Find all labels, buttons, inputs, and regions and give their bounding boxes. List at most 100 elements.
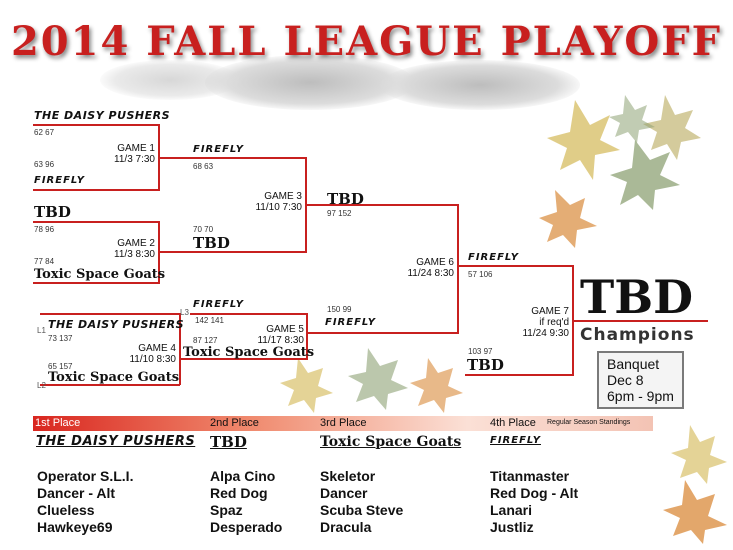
g2-label: GAME 2 11/3 8:30 bbox=[95, 238, 155, 260]
bracket-line bbox=[33, 124, 159, 126]
bracket-line bbox=[573, 320, 708, 322]
g5-top-score: 142 141 bbox=[195, 316, 224, 325]
place-3rd: 3rd Place bbox=[320, 417, 367, 429]
bracket-line bbox=[40, 384, 180, 386]
banquet-line3: 6pm - 9pm bbox=[607, 388, 674, 404]
bracket-line bbox=[159, 157, 306, 159]
g1-bot-score: 63 96 bbox=[34, 160, 55, 169]
roster-team1: Operator S.L.I. Dancer - Alt Clueless Ha… bbox=[37, 468, 133, 536]
game-date: 11/3 7:30 bbox=[114, 154, 155, 165]
roster-player: Dancer - Alt bbox=[37, 485, 116, 501]
roster-player: Skeletor bbox=[320, 468, 376, 484]
g6-top-score: 97 152 bbox=[327, 209, 352, 218]
champion-name: TBD bbox=[580, 270, 694, 324]
g4-label: GAME 4 11/10 8:30 bbox=[112, 343, 176, 365]
roster-team4: Titanmaster Red Dog - Alt Lanari Justliz bbox=[490, 468, 578, 536]
g3-label: GAME 3 11/10 7:30 bbox=[238, 191, 302, 213]
roster-player: Dracula bbox=[320, 519, 372, 535]
roster-player: Red Dog bbox=[210, 485, 268, 501]
standings-team4: FIREFLY bbox=[490, 435, 541, 446]
g7-top-score: 57 106 bbox=[468, 270, 493, 279]
standings-team2: TBD bbox=[210, 433, 247, 451]
roster-player: Lanari bbox=[490, 502, 533, 518]
bracket-line bbox=[33, 282, 159, 284]
game-note: if req'd bbox=[539, 317, 569, 328]
banquet-line2: Dec 8 bbox=[607, 372, 644, 388]
g5-label: GAME 5 11/17 8:30 bbox=[240, 324, 304, 346]
roster-team2: Alpa Cino Red Dog Spaz Desperado bbox=[210, 468, 282, 536]
bracket-line bbox=[159, 251, 306, 253]
g7-bot-team: TBD bbox=[467, 356, 504, 374]
bracket-line bbox=[307, 332, 458, 334]
champion-label: Champions bbox=[580, 325, 695, 345]
bracket-line bbox=[180, 358, 307, 360]
standings-team1: THE DAISY PUSHERS bbox=[36, 434, 196, 449]
roster-player: Clueless bbox=[37, 502, 95, 518]
leaf-cluster-icon bbox=[539, 95, 701, 248]
standings-team3: Toxic Space Goats bbox=[320, 434, 462, 450]
g7-bot-score: 103 97 bbox=[468, 347, 493, 356]
bracket-line bbox=[458, 265, 573, 267]
bracket-line bbox=[306, 313, 308, 360]
g3-bot-score: 70 70 bbox=[193, 225, 214, 234]
g2-top-team: TBD bbox=[34, 203, 71, 221]
g3-top-team: FIREFLY bbox=[193, 144, 244, 155]
g5-top-team: FIREFLY bbox=[193, 299, 244, 310]
bracket-line bbox=[465, 374, 573, 376]
standings-note: Regular Season Standings bbox=[547, 419, 631, 426]
roster-player: Dancer bbox=[320, 485, 368, 501]
bracket-line bbox=[33, 221, 159, 223]
g7-top-team: FIREFLY bbox=[468, 252, 519, 263]
game-number: GAME 5 bbox=[266, 324, 304, 335]
game-number: GAME 3 bbox=[264, 191, 302, 202]
game-number: GAME 6 bbox=[416, 257, 454, 268]
cloud-decoration bbox=[380, 60, 580, 110]
game-date: 11/17 8:30 bbox=[257, 335, 304, 346]
game-date: 11/3 8:30 bbox=[114, 249, 155, 260]
g4-bot-team: Toxic Space Goats bbox=[48, 370, 180, 385]
cloud-decoration bbox=[100, 60, 240, 100]
game-number: GAME 2 bbox=[117, 238, 155, 249]
loser-label-l2: L2 bbox=[37, 381, 46, 390]
game-date: 11/24 8:30 bbox=[407, 268, 454, 279]
banquet-box: Banquet Dec 8 6pm - 9pm bbox=[597, 351, 684, 409]
g6-bot-score: 150 99 bbox=[327, 305, 352, 314]
bracket-line bbox=[33, 189, 159, 191]
roster-player: Alpa Cino bbox=[210, 468, 276, 484]
g6-label: GAME 6 11/24 8:30 bbox=[390, 257, 454, 279]
g6-top-team: TBD bbox=[327, 190, 364, 208]
g4-top-score: 73 137 bbox=[48, 334, 73, 343]
banquet-line1: Banquet bbox=[607, 356, 660, 372]
roster-player: Desperado bbox=[210, 519, 283, 535]
leaf-cluster-icon bbox=[663, 425, 727, 544]
g4-top-team: THE DAISY PUSHERS bbox=[48, 318, 185, 331]
place-1st: 1st Place bbox=[35, 417, 81, 429]
leaf-cluster-icon bbox=[280, 348, 463, 413]
game-date: 11/10 7:30 bbox=[255, 202, 302, 213]
standings-bar bbox=[33, 416, 653, 431]
place-4th: 4th Place bbox=[490, 417, 536, 429]
bracket-line bbox=[457, 204, 459, 334]
g3-bot-team: TBD bbox=[193, 234, 230, 252]
roster-player: Red Dog - Alt bbox=[490, 485, 579, 501]
g3-top-score: 68 63 bbox=[193, 162, 214, 171]
loser-label-l3: L3 bbox=[180, 308, 189, 317]
roster-player: Spaz bbox=[210, 502, 243, 518]
g1-bot-team: FIREFLY bbox=[34, 175, 85, 186]
g4-bot-score: 65 157 bbox=[48, 362, 73, 371]
bracket-line bbox=[40, 313, 180, 315]
bracket-line bbox=[306, 204, 458, 206]
g6-bot-team: FIREFLY bbox=[325, 317, 376, 328]
bracket-line bbox=[190, 313, 307, 315]
roster-player: Scuba Steve bbox=[320, 502, 404, 518]
g7-label: GAME 7 if req'd 11/24 9:30 bbox=[505, 306, 569, 339]
bracket-line bbox=[179, 313, 181, 385]
roster-team3: Skeletor Dancer Scuba Steve Dracula bbox=[320, 468, 403, 536]
g5-bot-team: Toxic Space Goats bbox=[183, 345, 315, 360]
g2-top-score: 78 96 bbox=[34, 225, 55, 234]
g1-top-team: THE DAISY PUSHERS bbox=[34, 109, 171, 122]
g1-top-score: 62 67 bbox=[34, 128, 55, 137]
game-date: 11/24 9:30 bbox=[522, 328, 569, 339]
game-number: GAME 1 bbox=[117, 143, 155, 154]
loser-label-l1: L1 bbox=[37, 326, 46, 335]
